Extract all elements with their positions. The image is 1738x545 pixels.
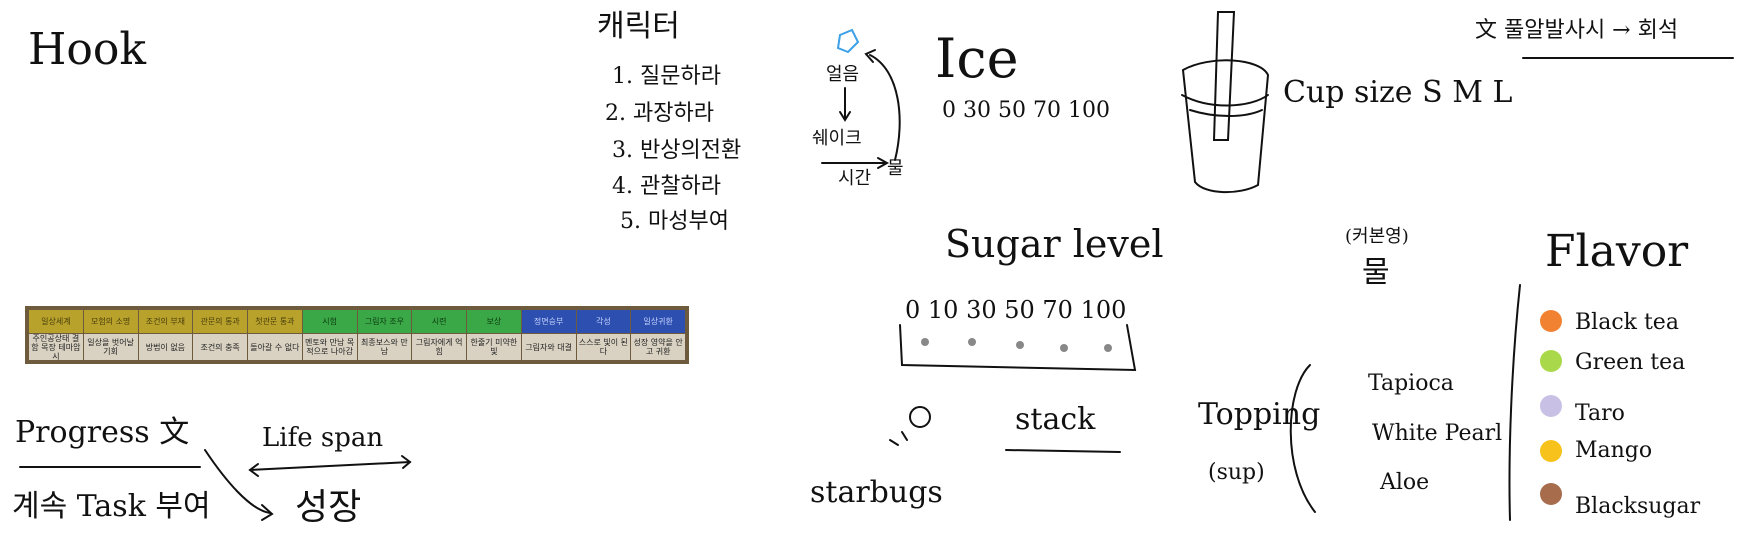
table-header: 첫관문 통과 <box>248 310 302 333</box>
flavor-item: Taro <box>1575 401 1625 426</box>
table-header: 시련 <box>412 310 466 333</box>
hook-label: Hook <box>28 24 147 75</box>
flavor-swatch-mango <box>1540 440 1562 462</box>
sugar-dot <box>968 338 976 346</box>
table-header: 보상 <box>467 310 521 333</box>
ice-cycle-ice: 얼음 <box>826 64 860 85</box>
character-item: 4. 관찰하라 <box>612 174 721 199</box>
flavor-item: Black tea <box>1575 310 1679 335</box>
lifespan-label: Life span <box>262 423 384 453</box>
sugar-dot <box>1104 344 1112 352</box>
stack-label: stack <box>1015 402 1096 437</box>
character-item: 2. 과장하라 <box>605 101 714 126</box>
table-cell: 성장 영약을 안고 귀환 <box>631 334 685 360</box>
progress-task: 계속 Task 부여 <box>12 489 211 524</box>
character-item: 5. 마성부여 <box>620 209 729 234</box>
sugar-levels: 0 10 30 50 70 100 <box>905 296 1127 324</box>
sugar-dot <box>921 338 929 346</box>
cup-size-label: Cup size S M L <box>1283 75 1513 110</box>
topping-title: Topping <box>1198 397 1321 432</box>
table-cell: 방법이 없음 <box>138 334 193 360</box>
table-cell: 주인공상태 결함 목장 테마암시 <box>29 334 83 360</box>
starbugs-label: starbugs <box>810 475 943 510</box>
flavor-swatch-black-tea <box>1540 310 1562 332</box>
table-header: 관문의 통과 <box>193 310 247 333</box>
table-header: 각성 <box>576 310 631 333</box>
table-header: 시험 <box>302 310 357 333</box>
topping-item: Aloe <box>1380 470 1430 495</box>
ice-cycle-time: 시간 <box>838 168 872 189</box>
table-cell: 그림자와 대결 <box>521 334 576 360</box>
table-cell: 조건의 충족 <box>193 334 247 360</box>
progress-title: Progress 文 <box>15 415 190 450</box>
character-item: 1. 질문하라 <box>612 64 721 89</box>
table-cell: 그림자에게 억힘 <box>412 334 466 360</box>
table-cell: 멘토와 만남 목적으로 나아감 <box>302 334 357 360</box>
flavor-swatch-taro <box>1540 395 1562 417</box>
topping-item: Tapioca <box>1368 371 1454 396</box>
sugar-dot <box>1060 344 1068 352</box>
ice-cycle-shake: 쉐이크 <box>812 128 862 149</box>
ice-cycle-water: 물 <box>887 158 904 179</box>
sugar-dot <box>1016 341 1024 349</box>
character-title: 캐릭터 <box>597 9 680 44</box>
table-cell: 돌아갈 수 없다 <box>248 334 302 360</box>
table-header: 조건의 부재 <box>138 310 193 333</box>
flavor-swatch-green-tea <box>1540 350 1562 372</box>
table-header: 일상세계 <box>29 310 83 333</box>
table-header: 일상귀환 <box>631 310 685 333</box>
flavor-item: Mango <box>1575 438 1653 463</box>
topping-item: White Pearl <box>1372 421 1503 446</box>
ice-levels: 0 30 50 70 100 <box>942 98 1110 123</box>
table-cell: 최종보스와 만남 <box>357 334 412 360</box>
table-cell: 한줄기 미약한 빛 <box>467 334 521 360</box>
water-note: (커본영) <box>1345 226 1409 247</box>
table-cell: 스스로 빛이 된다 <box>576 334 631 360</box>
topping-sub: (sup) <box>1208 460 1265 485</box>
table-header: 그림자 조우 <box>357 310 412 333</box>
top-right-note: 文 풀알발사시 → 회석 <box>1475 18 1679 43</box>
flavor-title: Flavor <box>1545 226 1689 277</box>
sugar-title: Sugar level <box>945 222 1164 266</box>
growth-label: 성장 <box>295 487 362 528</box>
table-cell: 일상을 벗어날 기회 <box>83 334 138 360</box>
flavor-item: Green tea <box>1575 350 1686 375</box>
flavor-item: Blacksugar <box>1575 494 1701 519</box>
character-item: 3. 반상의전환 <box>612 138 742 163</box>
ice-title: Ice <box>935 27 1019 90</box>
flavor-swatch-blacksugar <box>1540 483 1562 505</box>
water-label: 물 <box>1362 255 1390 290</box>
table-header: 모험의 소명 <box>83 310 138 333</box>
table-header: 정면승부 <box>521 310 576 333</box>
